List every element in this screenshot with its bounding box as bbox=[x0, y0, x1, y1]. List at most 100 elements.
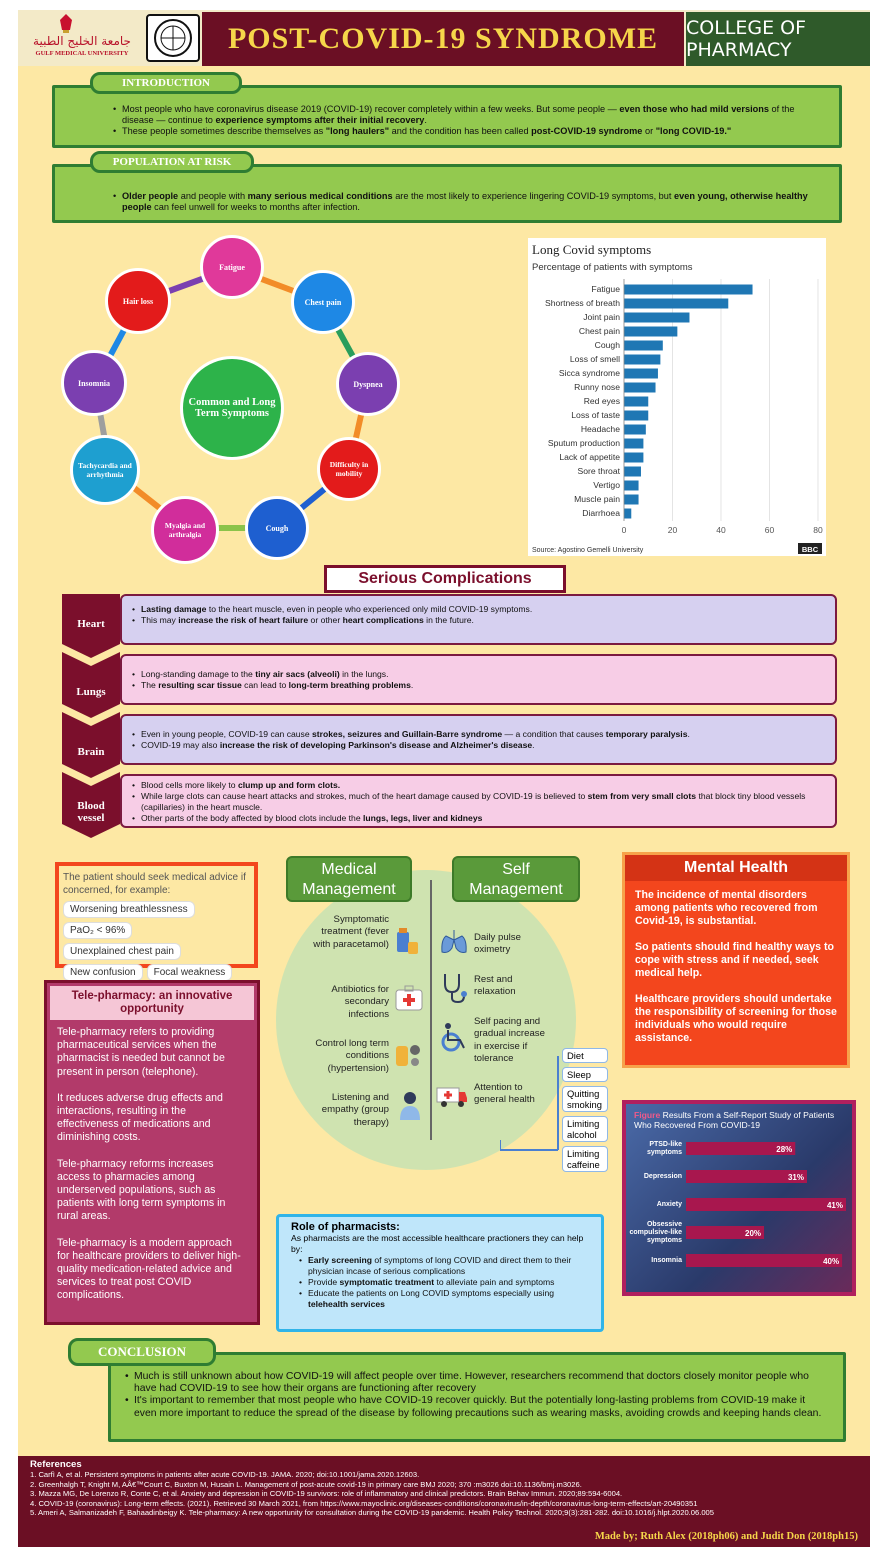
college-name: COLLEGE OF PHARMACY bbox=[686, 12, 870, 66]
chart-category-label: Loss of smell bbox=[570, 354, 620, 364]
lungs-bullet-2: The resulting scar tissue can lead to lo… bbox=[132, 680, 825, 691]
self-report-frame: Figure Results From a Self-Report Study … bbox=[622, 1100, 856, 1296]
chart-category-label: Fatigue bbox=[591, 284, 620, 294]
mental-para-3: Healthcare providers should undertake th… bbox=[635, 993, 837, 1044]
advice-tag: PaO₂ < 96% bbox=[63, 922, 133, 939]
self-report-panel: Figure Results From a Self-Report Study … bbox=[626, 1104, 852, 1292]
advice-tag: Unexplained chest pain bbox=[63, 943, 181, 960]
medical-item-3: Control long term conditions (hypertensi… bbox=[315, 1038, 389, 1074]
bbc-logo: BBC bbox=[802, 545, 819, 554]
self-item-1: Daily pulse oximetry bbox=[474, 932, 521, 956]
chart-x-tick-label: 0 bbox=[622, 525, 627, 535]
organ-blood-vessel: Blood vessel bbox=[77, 800, 105, 824]
self-management-title: Self Management bbox=[452, 856, 580, 902]
self-report-bar bbox=[686, 1198, 846, 1211]
chart-category-label: Chest pain bbox=[579, 326, 620, 336]
telepharmacy-box: Tele-pharmacy: an innovative opportunity… bbox=[44, 980, 260, 1325]
svg-text:GULF MEDICAL UNIVERSITY: GULF MEDICAL UNIVERSITY bbox=[36, 50, 129, 57]
heart-bullet-1: Lasting damage to the heart muscle, even… bbox=[132, 604, 825, 615]
self-report-label: Insomnia bbox=[651, 1257, 682, 1264]
self-report-value: 20% bbox=[745, 1229, 761, 1238]
complication-brain-box: Even in young people, COVID-19 can cause… bbox=[120, 714, 837, 765]
medical-management-title: Medical Management bbox=[286, 856, 412, 902]
blood-bullet-2: While large clots can cause heart attack… bbox=[132, 791, 825, 813]
chart-bar bbox=[624, 508, 632, 519]
wheelchair-icon bbox=[441, 1023, 465, 1052]
chart-x-tick-label: 60 bbox=[765, 525, 775, 535]
complication-lungs-box: Long-standing damage to the tiny air sac… bbox=[120, 654, 837, 705]
chart-x-tick-label: 40 bbox=[716, 525, 726, 535]
first-aid-icon bbox=[395, 985, 423, 1011]
telepharmacy-para-3: Tele-pharmacy reforms increases access t… bbox=[57, 1157, 226, 1223]
medical-item-1: Symptomatic treatment (fever with parace… bbox=[313, 914, 389, 950]
self-item-4: Attention to general health bbox=[474, 1082, 535, 1106]
conclusion-box: Much is still unknown about how COVID-19… bbox=[108, 1352, 846, 1442]
self-item-3: Self pacing and gradual increase in exer… bbox=[474, 1016, 545, 1065]
medicine-icon bbox=[396, 1045, 420, 1066]
chart-subtitle: Percentage of patients with symptoms bbox=[532, 262, 693, 273]
population-label: POPULATION AT RISK bbox=[90, 151, 254, 173]
pharmacist-bullet-3: Educate the patients on Long COVID sympt… bbox=[299, 1288, 589, 1310]
telepharmacy-para-2: It reduces adverse drug effects and inte… bbox=[57, 1091, 223, 1144]
chart-bar bbox=[624, 368, 658, 379]
mental-para-1: The incidence of mental disorders among … bbox=[635, 889, 818, 927]
heart-bullet-2: This may increase the risk of heart fail… bbox=[132, 615, 825, 626]
self-report-value: 28% bbox=[776, 1145, 792, 1154]
self-report-title: Results From a Self-Report Study of Pati… bbox=[634, 1110, 835, 1130]
self-item-2: Rest and relaxation bbox=[474, 974, 516, 998]
chart-category-label: Sputum production bbox=[548, 438, 620, 448]
management-circle bbox=[276, 870, 576, 1170]
symptom-tachycardia: Tachycardia and arrhythmia bbox=[70, 435, 140, 505]
seek-advice-text: The patient should seek medical advice i… bbox=[63, 872, 246, 896]
telepharmacy-title: Tele-pharmacy: an innovative opportunity bbox=[50, 986, 254, 1020]
conclusion-label: CONCLUSION bbox=[68, 1338, 216, 1366]
reference-4[interactable]: 4. COVID-19 (coronavirus): Long-term eff… bbox=[30, 1498, 698, 1508]
self-report-label: compulsive-like bbox=[629, 1229, 682, 1236]
chart-bar bbox=[624, 410, 649, 421]
mental-health-title: Mental Health bbox=[625, 855, 847, 881]
figure-label: Figure bbox=[634, 1110, 661, 1120]
bracket-line bbox=[500, 1056, 559, 1151]
chart-category-label: Cough bbox=[595, 340, 621, 350]
bbc-logo-bg bbox=[798, 543, 822, 554]
pharmacist-bullet-1: Early screening of symptoms of long COVI… bbox=[299, 1255, 589, 1277]
chart-bar bbox=[624, 354, 661, 365]
organ-lungs: Lungs bbox=[76, 686, 106, 698]
self-report-bar bbox=[686, 1254, 843, 1267]
conclusion-bullet-2: It's important to remember that most peo… bbox=[125, 1395, 823, 1419]
pharmacists-box: Role of pharmacists: As pharmacists are … bbox=[276, 1214, 604, 1332]
blood-bullet-1: Blood cells more likely to clump up and … bbox=[132, 780, 825, 791]
medical-item-2: Antibiotics for secondary infections bbox=[331, 984, 389, 1020]
health-tag: Limiting caffeine bbox=[562, 1146, 608, 1172]
references-title: References bbox=[30, 1459, 82, 1470]
chart-bar bbox=[624, 494, 639, 505]
telepharmacy-para-1: Tele-pharmacy refers to providing pharma… bbox=[57, 1026, 225, 1078]
chart-category-label: Muscle pain bbox=[574, 494, 620, 504]
self-report-label: Depression bbox=[644, 1173, 682, 1180]
medical-item-4: Listening and empathy (group therapy) bbox=[321, 1092, 389, 1128]
chart-bar bbox=[624, 480, 639, 491]
health-tag: Limiting alcohol bbox=[562, 1116, 608, 1142]
reference-3: 3. Mazza MG, De Lorenzo R, Conte C, et a… bbox=[30, 1489, 623, 1499]
ambulance-icon bbox=[436, 1087, 467, 1107]
self-report-value: 41% bbox=[827, 1201, 843, 1210]
advice-tag: Focal weakness bbox=[146, 964, 233, 981]
chart-bar bbox=[624, 340, 663, 351]
introduction-box: Most people who have coronavirus disease… bbox=[52, 85, 842, 148]
health-tag: Sleep bbox=[562, 1067, 608, 1082]
symptom-cough: Cough bbox=[245, 496, 309, 560]
chart-bar bbox=[624, 438, 644, 449]
self-report-bar bbox=[686, 1142, 796, 1155]
self-report-label: Obsessive bbox=[647, 1221, 682, 1228]
chart-category-label: Lack of appetite bbox=[559, 452, 620, 462]
self-report-bar bbox=[686, 1226, 765, 1239]
chart-bar bbox=[624, 382, 656, 393]
telepharmacy-para-4: Tele-pharmacy is a modern approach for h… bbox=[57, 1236, 241, 1302]
chart-category-label: Red eyes bbox=[584, 396, 620, 406]
population-bullet: Older people and people with many seriou… bbox=[113, 191, 827, 213]
poster-title: POST-COVID-19 SYNDROME bbox=[202, 12, 684, 66]
stethoscope-icon bbox=[444, 974, 467, 1004]
